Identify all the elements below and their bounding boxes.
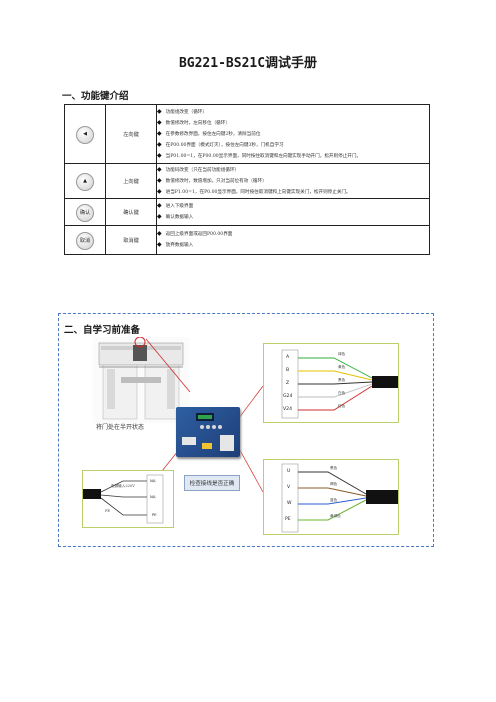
key-description: 功能组改变（循环） xyxy=(165,109,207,115)
table-row: 确认 确认键 ◆进入下级界面 ◆确认数据输入 xyxy=(64,198,430,226)
terminal-label: N/L xyxy=(150,494,157,499)
bullet-icon: ◆ xyxy=(157,187,162,195)
bullet-icon: ◆ xyxy=(157,118,162,126)
door-controller xyxy=(176,407,240,457)
check-wiring-callout: 检查接线是否正确 xyxy=(184,475,240,491)
left-key-icon: ◀ xyxy=(76,125,94,144)
bullet-icon: ◆ xyxy=(157,176,162,184)
key-description: 确认数据输入 xyxy=(165,215,194,220)
terminal-label: B xyxy=(286,368,290,373)
table-row: 取消 取消键 ◆返回上级界面或返回P00.00界面 ◆放弃数据输入 xyxy=(64,225,430,255)
pe-label: PE xyxy=(105,509,111,513)
key-description: 功能码改变（只在当前功能组循环） xyxy=(165,167,240,173)
key-description: 当P01.00=1，在P00.00显示界面，同时按住取消键和左向键实现手动开门，… xyxy=(165,153,362,159)
wire-color-label: 蓝色 xyxy=(330,498,338,502)
wire-color-label: 红色 xyxy=(338,404,346,408)
section-heading-self-learning: 二、自学习前准备 xyxy=(64,325,141,336)
key-description: 数值修改时，左向移位（循环） xyxy=(165,120,230,126)
key-description: 在P00.00界面（模式灯灭），按住左向键3秒，门机自学习 xyxy=(165,142,284,148)
key-description: 放弃数据输入 xyxy=(165,243,194,248)
signal-wiring-diagram: A B Z G24 V24 绿色 黄色 黑色 白色 红色 xyxy=(263,343,399,423)
bullet-icon: ◆ xyxy=(157,230,162,237)
power-wiring-diagram: 电源输入220V N/L N/L PE PE xyxy=(82,470,174,528)
bullet-icon: ◆ xyxy=(157,202,162,209)
bullet-icon: ◆ xyxy=(157,107,162,115)
wire-color-label: 褐色 xyxy=(330,482,338,486)
wire-color-label: 黄绿色 xyxy=(330,514,341,518)
terminal-label: V xyxy=(287,485,291,490)
terminal-label: W xyxy=(287,501,292,506)
bullet-icon: ◆ xyxy=(157,140,162,148)
key-description: 在参数修改界面，按住左向键2秒，清除当前位 xyxy=(165,131,261,137)
self-learning-prep-frame xyxy=(58,313,434,547)
up-key-icon: ▲ xyxy=(76,172,94,191)
terminal-label: G24 xyxy=(283,394,293,399)
terminal-label: PE xyxy=(285,517,291,522)
bullet-icon: ◆ xyxy=(157,241,162,248)
bullet-icon: ◆ xyxy=(157,129,162,137)
wire-color-label: 黄色 xyxy=(338,365,346,369)
terminal-label: N/L xyxy=(150,478,157,483)
terminal-label: V24 xyxy=(283,407,292,412)
section-heading-function-keys: 一、功能键介绍 xyxy=(62,91,129,102)
key-name: 取消键 xyxy=(105,225,157,255)
wire-color-label: 黑色 xyxy=(330,466,338,470)
door-operator-photo xyxy=(93,336,189,423)
key-description: 数值修改时，数值增加，只对当前位有效（循环） xyxy=(165,178,267,184)
wire-color-label: 黑色 xyxy=(338,378,346,382)
terminal-label: U xyxy=(287,469,291,474)
key-description: 进入下级界面 xyxy=(165,204,194,209)
terminal-label: Z xyxy=(286,381,290,386)
bullet-icon: ◆ xyxy=(157,165,162,173)
bullet-icon: ◆ xyxy=(157,151,162,159)
door-half-open-note: 将门处在半开状态 xyxy=(96,424,145,431)
wire-color-label: 绿色 xyxy=(338,352,346,356)
key-description: 返回上级界面或返回P00.00界面 xyxy=(165,232,233,237)
wire-color-label: 白色 xyxy=(338,391,346,395)
terminal-label: PE xyxy=(152,512,157,517)
cancel-key-icon: 取消 xyxy=(76,231,94,250)
motor-wiring-diagram: U V W PE 黑色 褐色 蓝色 黄绿色 xyxy=(263,459,399,535)
function-key-table: ◀ 左向键 ◆功能组改变（循环） ◆数值修改时，左向移位（循环） ◆在参数修改界… xyxy=(64,104,430,255)
terminal-label: A xyxy=(286,355,290,360)
page-title: BG221-BS21C调试手册 xyxy=(178,56,318,71)
confirm-key-icon: 确认 xyxy=(76,203,94,222)
power-input-label: 电源输入220V xyxy=(111,484,135,488)
table-row: ◀ 左向键 ◆功能组改变（循环） ◆数值修改时，左向移位（循环） ◆在参数修改界… xyxy=(64,104,430,164)
key-description: 进当P1.00=1，在P0.00显示界面，同时按住取消键和上向键实现关门，松开则… xyxy=(165,189,351,195)
bullet-icon: ◆ xyxy=(157,213,162,220)
